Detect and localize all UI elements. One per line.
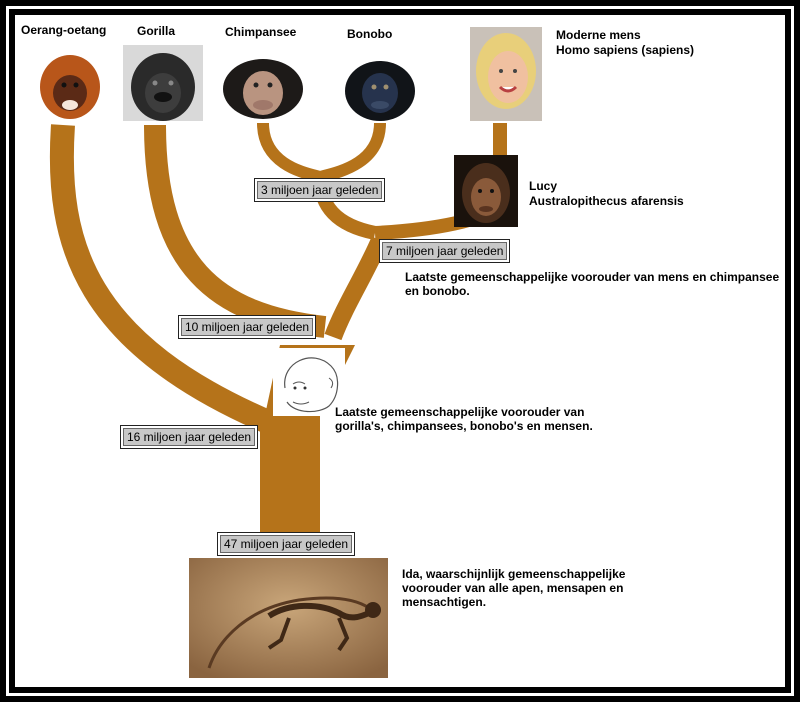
trunk [260, 410, 320, 535]
date-10-mya: 10 miljoen jaar geleden [178, 315, 317, 339]
date-16-mya: 16 miljoen jaar geleden [120, 425, 259, 449]
label-modern-human-1: Moderne mens [556, 28, 641, 42]
date-47-mya: 47 miljoen jaar geleden [217, 532, 356, 556]
label-lucy-3: afarensis [631, 194, 684, 208]
label-orangutan: Oerang-oetang [21, 23, 107, 37]
label-gorilla: Gorilla [137, 24, 176, 38]
ancestor-sketch [273, 348, 345, 416]
date-7-mya: 7 miljoen jaar geleden [379, 239, 511, 263]
label-chimpanzee: Chimpansee [225, 25, 297, 39]
note-great-ape-ancestor: Laatste gemeenschappelijke voorouder van… [335, 405, 593, 433]
lucy-portrait [454, 155, 518, 227]
orangutan-portrait [37, 43, 103, 121]
branch-chimp-bonobo [257, 122, 386, 184]
branch-orangutan [49, 124, 280, 437]
label-lucy-2: Australopithecus [529, 194, 628, 208]
diagram-canvas: Oerang-oetang Gorilla Chimpansee Bonobo … [15, 15, 785, 687]
ida-fossil-image [189, 558, 388, 678]
gorilla-portrait [123, 45, 203, 121]
bonobo-portrait [343, 51, 417, 121]
label-bonobo: Bonobo [347, 27, 393, 41]
branch-hominine-stem [324, 236, 389, 341]
modern-human-portrait [470, 27, 542, 121]
chimpanzee-portrait [221, 51, 305, 121]
note-ida: Ida, waarschijnlijk gemeenschappelijke v… [402, 567, 626, 609]
branch-gorilla [144, 124, 327, 338]
note-human-chimp-ancestor: Laatste gemeenschappelijke voorouder van… [405, 270, 780, 298]
label-modern-human-2: Homo sapiens (sapiens) [556, 43, 695, 57]
label-lucy-1: Lucy [529, 179, 558, 193]
date-3-mya: 3 miljoen jaar geleden [254, 178, 386, 202]
